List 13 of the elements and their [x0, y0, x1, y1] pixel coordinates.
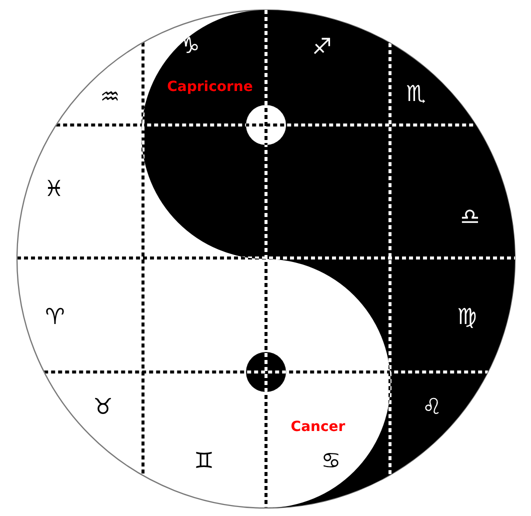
zodiac-symbol: ♉: [93, 397, 113, 419]
zodiac-symbol: ♓: [44, 179, 64, 201]
zodiac-symbol: ♋: [321, 451, 341, 473]
zodiac-symbol: ♏: [406, 84, 426, 106]
zodiac-symbol: ♐: [312, 37, 332, 59]
zodiac-symbol: ♌: [422, 397, 442, 419]
zodiac-symbol: ♈: [45, 307, 65, 329]
zodiac-symbol: ♎: [460, 207, 480, 229]
zodiac-symbol: ♊: [194, 451, 214, 473]
sign-name: Capricorne: [167, 80, 253, 94]
zodiac-symbol: ♒: [100, 87, 120, 109]
zodiac-symbol: ♍: [457, 307, 477, 329]
sign-name: Cancer: [290, 420, 346, 434]
